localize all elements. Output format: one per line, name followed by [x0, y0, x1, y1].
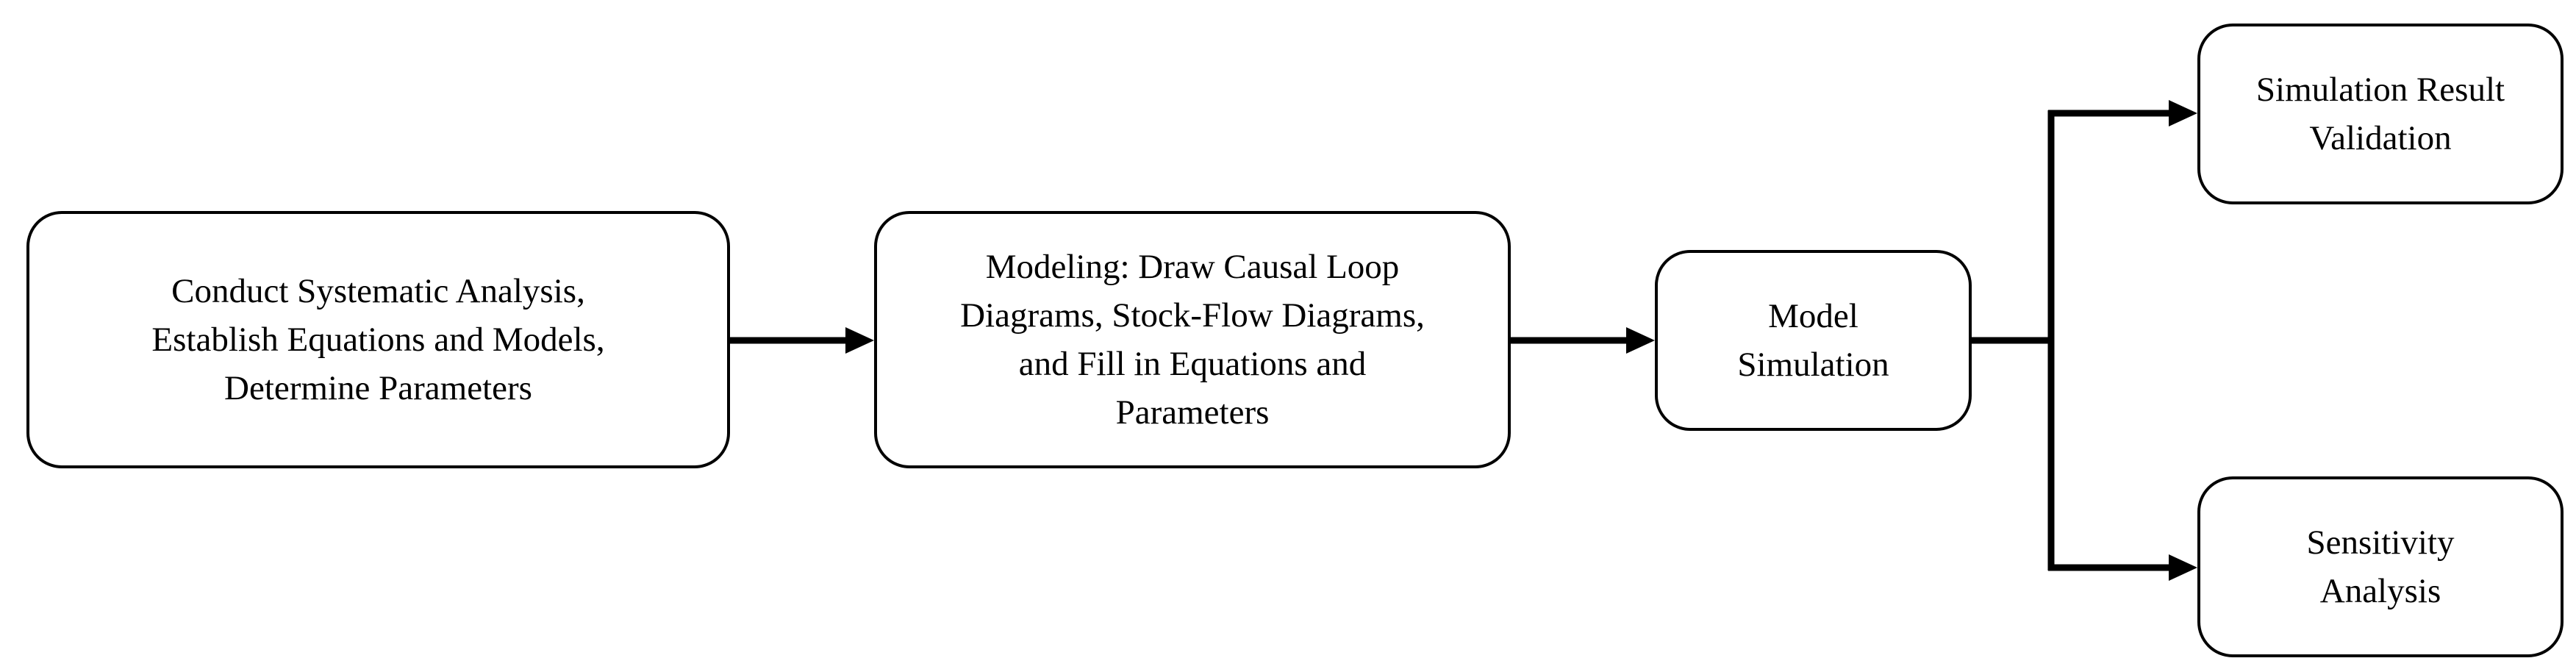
node-label-line: Analysis: [2319, 572, 2441, 610]
node-label-line: Simulation Result: [2255, 71, 2505, 109]
arrow-simulation-to-sensitivity: [2048, 554, 2197, 581]
node-label-line: and Fill in Equations and: [1018, 345, 1367, 383]
node-label-line: Modeling: Draw Causal Loop: [985, 248, 1400, 286]
node-label-line: Determine Parameters: [224, 369, 532, 407]
node-label-line: Simulation: [1737, 346, 1889, 384]
node-label-line: Diagrams, Stock-Flow Diagrams,: [960, 296, 1425, 335]
node-systematic-analysis: Conduct Systematic Analysis, Establish E…: [26, 211, 730, 468]
node-label-line: Validation: [2309, 119, 2452, 157]
branch-connector: [1972, 110, 2055, 571]
node-sensitivity-analysis: Sensitivity Analysis: [2197, 476, 2564, 657]
node-label-line: Sensitivity: [2306, 523, 2455, 562]
node-model-simulation: Model Simulation: [1655, 250, 1972, 431]
arrow-analysis-to-modeling: [730, 327, 874, 354]
arrow-simulation-to-validation: [2048, 100, 2197, 126]
node-label-line: Conduct Systematic Analysis,: [171, 272, 585, 310]
node-result-validation: Simulation Result Validation: [2197, 24, 2564, 204]
arrow-modeling-to-simulation: [1511, 327, 1655, 354]
node-label-line: Model: [1768, 297, 1858, 335]
node-label-line: Parameters: [1115, 393, 1270, 432]
node-modeling: Modeling: Draw Causal Loop Diagrams, Sto…: [874, 211, 1511, 468]
node-label-line: Establish Equations and Models,: [151, 321, 605, 359]
